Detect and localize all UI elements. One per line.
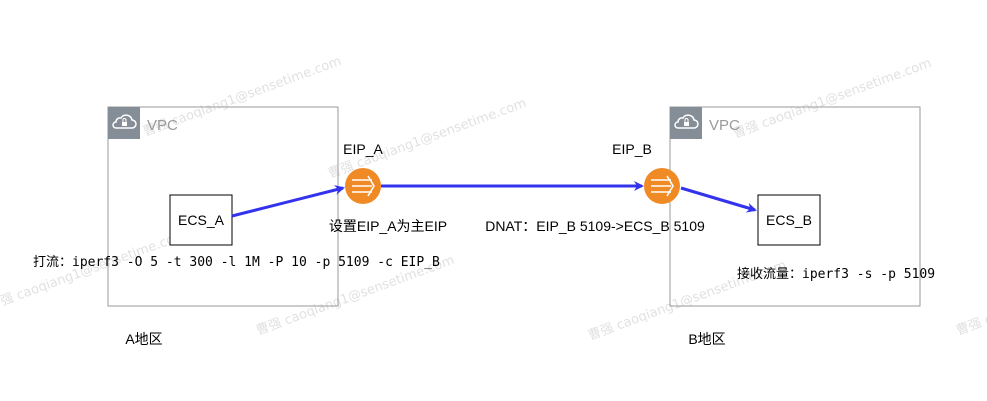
watermark-text: 曹强 caoqiang1@sensetime.com bbox=[954, 253, 987, 339]
nat-gateway-icon-glyph bbox=[352, 175, 375, 197]
vpc-a-border bbox=[107, 106, 339, 307]
watermark-layer: 曹强 caoqiang1@sensetime.com 曹强 caoqiang1@… bbox=[0, 54, 987, 344]
vpc-a: VPC bbox=[107, 106, 339, 307]
eip-a-node[interactable] bbox=[345, 168, 381, 204]
eip-a-label: EIP_A bbox=[343, 141, 383, 157]
command-b-label: 接收流量：iperf3 -s -p 5109 bbox=[737, 266, 935, 282]
nat-gateway-icon-glyph bbox=[651, 175, 674, 197]
cloud-lock-icon bbox=[112, 114, 137, 129]
watermark-text: 曹强 caoqiang1@sensetime.com bbox=[731, 56, 933, 142]
cloud-lock-icon bbox=[674, 114, 699, 129]
watermark-text: 曹强 caoqiang1@sensetime.com bbox=[326, 96, 528, 182]
eip-b-label: EIP_B bbox=[612, 141, 652, 157]
arrow-ecs-a-to-eip-a bbox=[231, 185, 345, 218]
ecs-a-label: ECS_A bbox=[178, 212, 225, 228]
command-a-label: 打流：iperf3 -O 5 -t 300 -l 1M -P 10 -p 510… bbox=[33, 255, 440, 270]
vpc-a-label: VPC bbox=[147, 117, 178, 134]
eip-a-note: 设置EIP_A为主EIP bbox=[329, 218, 447, 234]
ecs-b-label: ECS_B bbox=[766, 212, 812, 228]
ecs-a-node[interactable]: ECS_A bbox=[169, 194, 233, 246]
vpc-b: VPC bbox=[669, 106, 921, 307]
region-b-label: B地区 bbox=[688, 331, 725, 347]
arrow-eip-b-to-ecs-b bbox=[680, 186, 757, 213]
vpc-b-border bbox=[669, 106, 921, 307]
vpc-b-label: VPC bbox=[709, 117, 740, 134]
watermark-text: 曹强 caoqiang1@sensetime.com bbox=[0, 228, 189, 314]
region-a-label: A地区 bbox=[125, 331, 162, 347]
ecs-b-node[interactable]: ECS_B bbox=[757, 194, 821, 246]
eip-b-node[interactable] bbox=[644, 168, 680, 204]
dnat-rule-label: DNAT：EIP_B 5109->ECS_B 5109 bbox=[485, 218, 705, 234]
